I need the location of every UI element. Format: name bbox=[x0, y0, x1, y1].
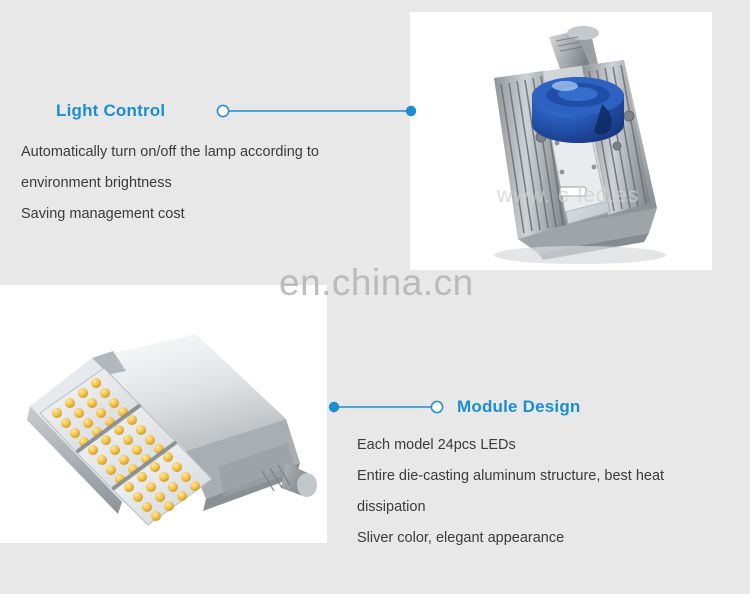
section-heading-module-design: Module Design bbox=[457, 397, 581, 416]
section-heading-light-control: Light Control bbox=[56, 101, 166, 120]
led-module bbox=[39, 367, 141, 453]
connector-line-module-design bbox=[328, 399, 444, 415]
connector-filled-dot bbox=[405, 105, 417, 117]
connector-hollow-circle bbox=[216, 104, 230, 118]
street-light-sensor-illustration bbox=[410, 12, 712, 270]
photocell-sensor-icon bbox=[532, 77, 624, 143]
section-body-light-control: Automatically turn on/off the lamp accor… bbox=[21, 144, 319, 222]
led-module-lamp-illustration bbox=[0, 285, 327, 543]
connector-filled-dot bbox=[328, 401, 340, 413]
connector-hollow-circle bbox=[430, 400, 444, 414]
photo-module-design bbox=[0, 285, 327, 543]
led-module bbox=[75, 404, 177, 490]
photo-light-control bbox=[410, 12, 712, 270]
connector-line-light-control bbox=[216, 103, 418, 119]
section-body-module-design: Each model 24pcs LEDs Entire die-casting… bbox=[357, 437, 665, 546]
